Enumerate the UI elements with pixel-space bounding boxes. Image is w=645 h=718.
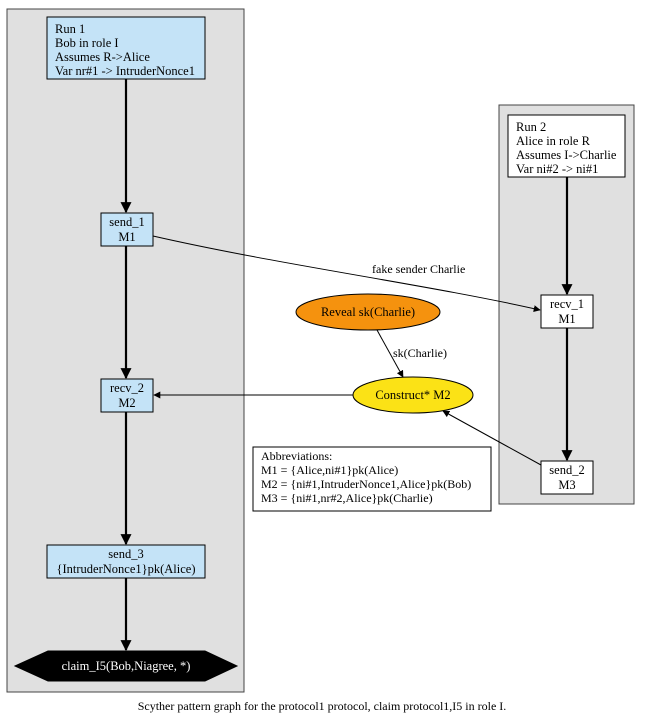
send-2-node: send_2 M3 bbox=[540, 460, 594, 495]
recv-1-label: recv_1 bbox=[550, 297, 584, 311]
abbreviation-line: M3 = {ni#1,nr#2,Alice}pk(Charlie) bbox=[261, 491, 433, 505]
figure-caption: Scyther pattern graph for the protocol1 … bbox=[138, 699, 507, 713]
abbreviation-line: M1 = {Alice,ni#1}pk(Alice) bbox=[261, 463, 398, 477]
construct-label: Construct* M2 bbox=[375, 388, 450, 402]
send-1-node: send_1 M1 bbox=[100, 212, 154, 247]
edge-send2-to-construct bbox=[442, 410, 542, 466]
abbreviations-title: Abbreviations: bbox=[261, 449, 332, 463]
edge-send1-to-recv1 bbox=[152, 235, 541, 313]
run1-header-line: Run 1 bbox=[55, 22, 85, 36]
reveal-label: Reveal sk(Charlie) bbox=[321, 305, 415, 319]
run2-header-line: Alice in role R bbox=[516, 134, 591, 148]
send-2-label: send_2 bbox=[549, 463, 584, 477]
send-3-node: send_3 {IntruderNonce1}pk(Alice) bbox=[46, 544, 206, 579]
run1-header-line: Bob in role I bbox=[55, 36, 119, 50]
send-3-message: {IntruderNonce1}pk(Alice) bbox=[56, 562, 195, 576]
run2-header-line: Var ni#2 -> ni#1 bbox=[516, 162, 598, 176]
run1-header-line: Assumes R->Alice bbox=[55, 50, 150, 64]
run1-header-node: Run 1 Bob in role I Assumes R->Alice Var… bbox=[46, 16, 206, 80]
recv-2-label: recv_2 bbox=[110, 381, 144, 395]
reveal-node: Reveal sk(Charlie) bbox=[295, 293, 441, 331]
send-1-message: M1 bbox=[118, 230, 135, 244]
recv-1-node: recv_1 M1 bbox=[540, 294, 594, 329]
recv-2-node: recv_2 M2 bbox=[100, 378, 154, 413]
claim-label: claim_I5(Bob,Niagree, *) bbox=[62, 659, 191, 673]
run2-header-node: Run 2 Alice in role R Assumes I->Charlie… bbox=[507, 114, 626, 178]
recv-1-message: M1 bbox=[558, 312, 575, 326]
edge-sk-label: sk(Charlie) bbox=[393, 346, 447, 360]
run2-header-line: Assumes I->Charlie bbox=[516, 148, 617, 162]
recv-2-message: M2 bbox=[118, 396, 135, 410]
run1-header-line: Var nr#1 -> IntruderNonce1 bbox=[55, 64, 195, 78]
send-2-message: M3 bbox=[558, 478, 575, 492]
claim-node: claim_I5(Bob,Niagree, *) bbox=[13, 650, 239, 682]
abbreviation-line: M2 = {ni#1,IntruderNonce1,Alice}pk(Bob) bbox=[261, 477, 471, 491]
edge-fake-sender-label: fake sender Charlie bbox=[372, 262, 465, 276]
run2-header-line: Run 2 bbox=[516, 120, 546, 134]
send-3-label: send_3 bbox=[108, 547, 143, 561]
send-1-label: send_1 bbox=[109, 215, 144, 229]
abbreviations-box: Abbreviations: M1 = {Alice,ni#1}pk(Alice… bbox=[252, 446, 492, 512]
construct-node: Construct* M2 bbox=[352, 376, 474, 414]
edge-reveal-to-construct bbox=[376, 329, 404, 378]
